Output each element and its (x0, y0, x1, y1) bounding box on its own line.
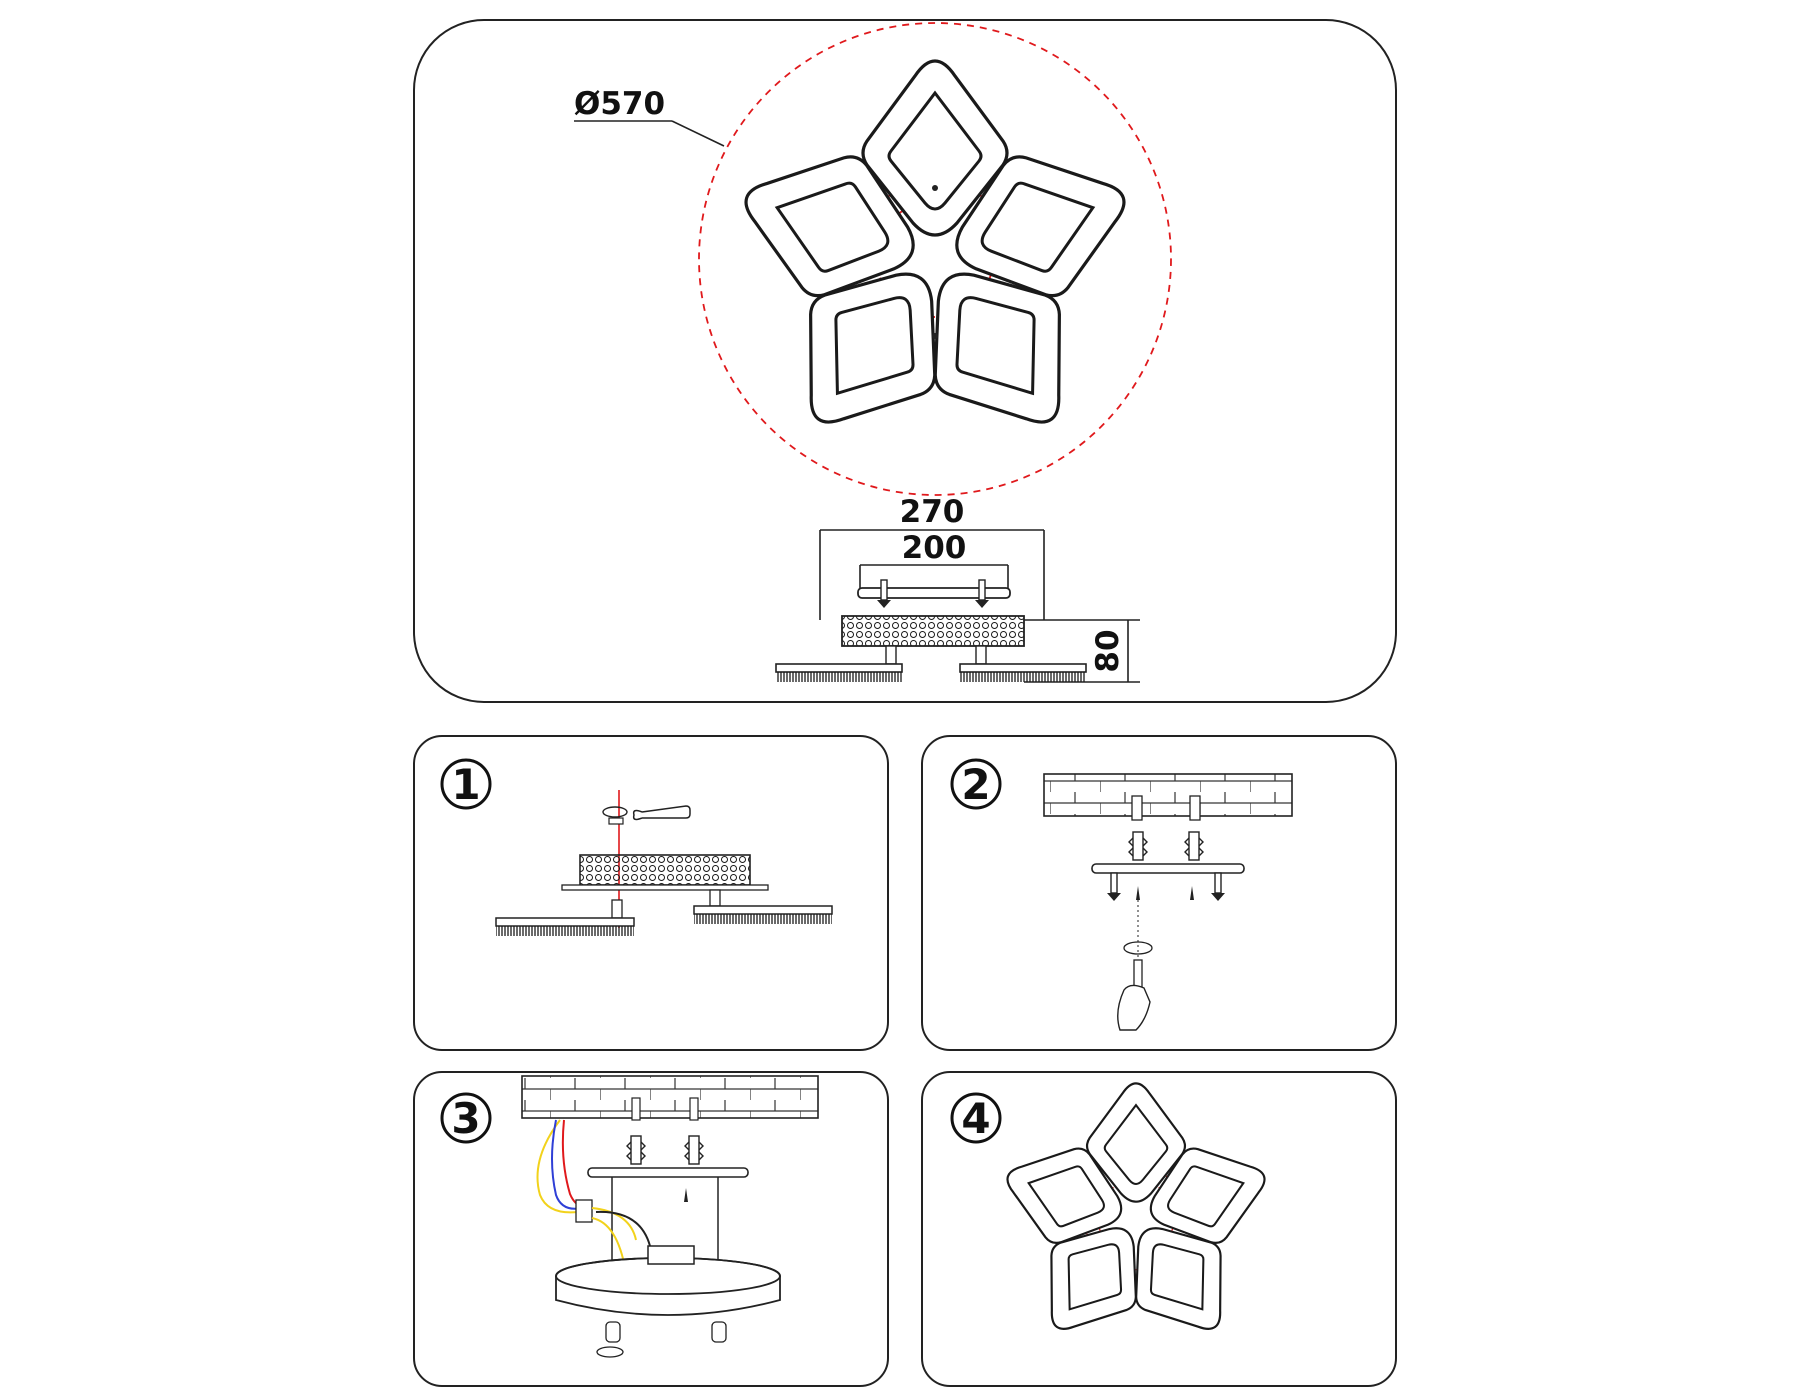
step-1-illustration (495, 790, 833, 936)
step-2-illustration (1043, 773, 1293, 1031)
step-4-number: 4 (961, 1094, 990, 1143)
diameter-label: Ø570 (574, 86, 665, 122)
outer-diameter-circle (698, 22, 1172, 496)
center-mark (932, 333, 938, 339)
width-outer-label: 270 (900, 494, 965, 530)
step-1-panel (413, 735, 889, 1051)
step-3-number: 3 (451, 1094, 480, 1143)
step-2-number: 2 (961, 760, 990, 809)
width-inner-label: 200 (902, 530, 967, 566)
step-3-panel (413, 1071, 889, 1387)
step-1-number: 1 (451, 760, 480, 809)
step-4-badge (950, 1092, 1002, 1144)
step-4-illustration (991, 1082, 1281, 1357)
step-3-badge (440, 1092, 492, 1144)
step-2-badge (950, 758, 1002, 810)
height-label: 80 (1090, 629, 1126, 672)
step-3-illustration (521, 1075, 819, 1358)
diameter-callout: Ø570 (574, 86, 725, 147)
step-1-badge (440, 758, 492, 810)
side-view: 270 200 80 (775, 494, 1140, 683)
